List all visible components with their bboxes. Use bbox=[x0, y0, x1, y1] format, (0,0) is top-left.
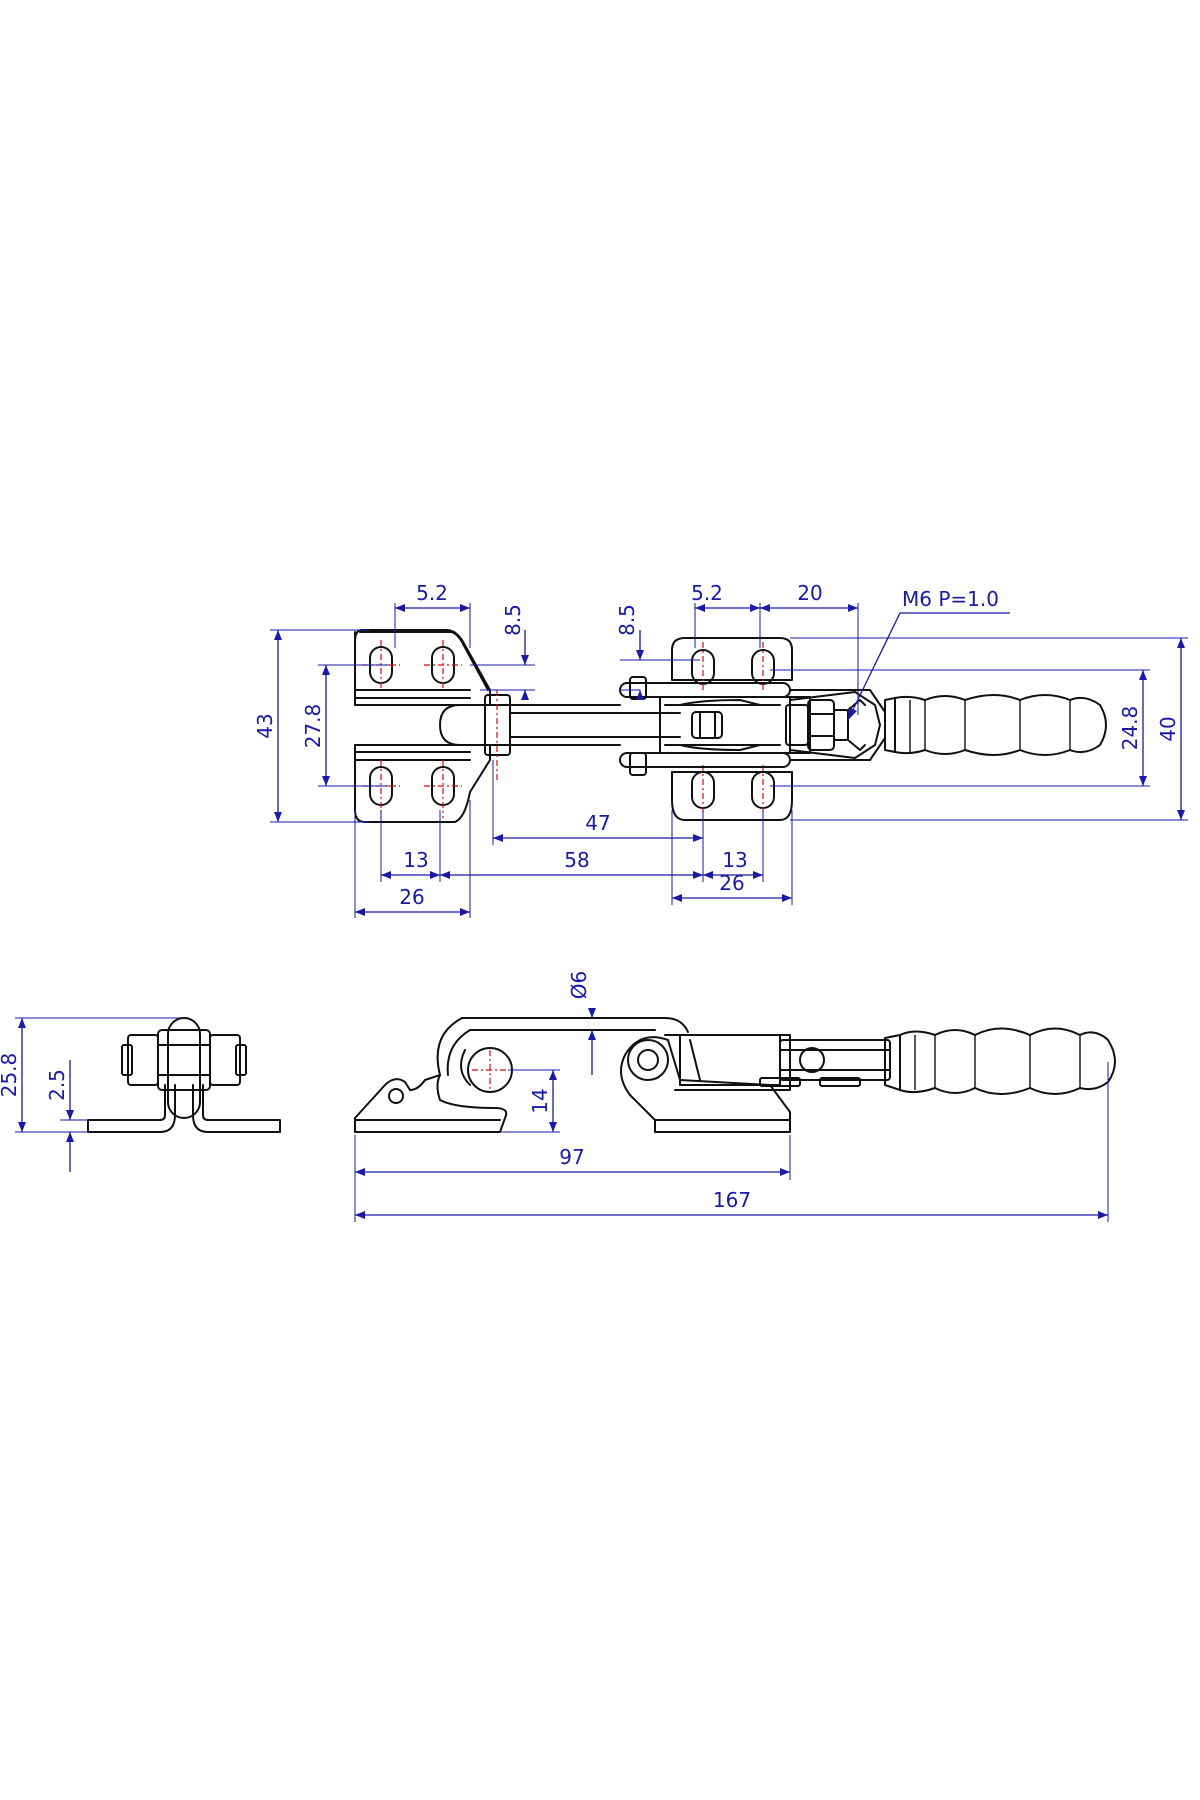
thread-callout: M6 P=1.0 bbox=[902, 587, 999, 611]
dim-span-58: 58 bbox=[564, 848, 589, 872]
dim-top-20: 20 bbox=[797, 581, 822, 605]
dim-side-25-8: 25.8 bbox=[0, 1053, 21, 1098]
dim-top-8-5-right: 8.5 bbox=[615, 604, 639, 636]
dim-height-24-8: 24.8 bbox=[1118, 706, 1142, 751]
end-view bbox=[87, 1017, 281, 1133]
side-view-dimensions: Ø6 14 97 167 bbox=[354, 971, 1109, 1222]
dim-top-5-2-left: 5.2 bbox=[416, 581, 448, 605]
dim-bottom-13-right: 13 bbox=[722, 848, 747, 872]
dim-diameter-6: Ø6 bbox=[567, 971, 591, 999]
end-view-dimensions: 25.8 2.5 bbox=[0, 1017, 180, 1172]
hook-loop bbox=[439, 690, 681, 780]
dim-side-2-5: 2.5 bbox=[45, 1069, 69, 1101]
handle-grip bbox=[884, 694, 1107, 756]
side-view bbox=[354, 1017, 1116, 1133]
dim-top-8-5-left: 8.5 bbox=[501, 604, 525, 636]
dim-bottom-26-left: 26 bbox=[399, 885, 424, 909]
dim-side-14: 14 bbox=[528, 1088, 552, 1113]
left-bracket-lower bbox=[354, 744, 491, 823]
dim-bottom-13-left: 13 bbox=[403, 848, 428, 872]
dim-height-40: 40 bbox=[1156, 716, 1180, 741]
toggle-mechanism bbox=[619, 676, 886, 776]
dim-height-27-8: 27.8 bbox=[301, 704, 325, 749]
top-view-dimensions: 5.2 8.5 8.5 5.2 20 M6 P=1.0 bbox=[253, 581, 1188, 918]
dim-length-167: 167 bbox=[713, 1188, 751, 1212]
dim-top-5-2-right: 5.2 bbox=[691, 581, 723, 605]
top-view bbox=[354, 629, 1107, 823]
left-bracket-upper bbox=[354, 629, 491, 706]
dim-height-43: 43 bbox=[253, 713, 277, 738]
dim-span-47: 47 bbox=[585, 811, 610, 835]
dim-bottom-26-right: 26 bbox=[719, 871, 744, 895]
dim-length-97: 97 bbox=[559, 1145, 584, 1169]
right-base-plate bbox=[671, 637, 793, 821]
